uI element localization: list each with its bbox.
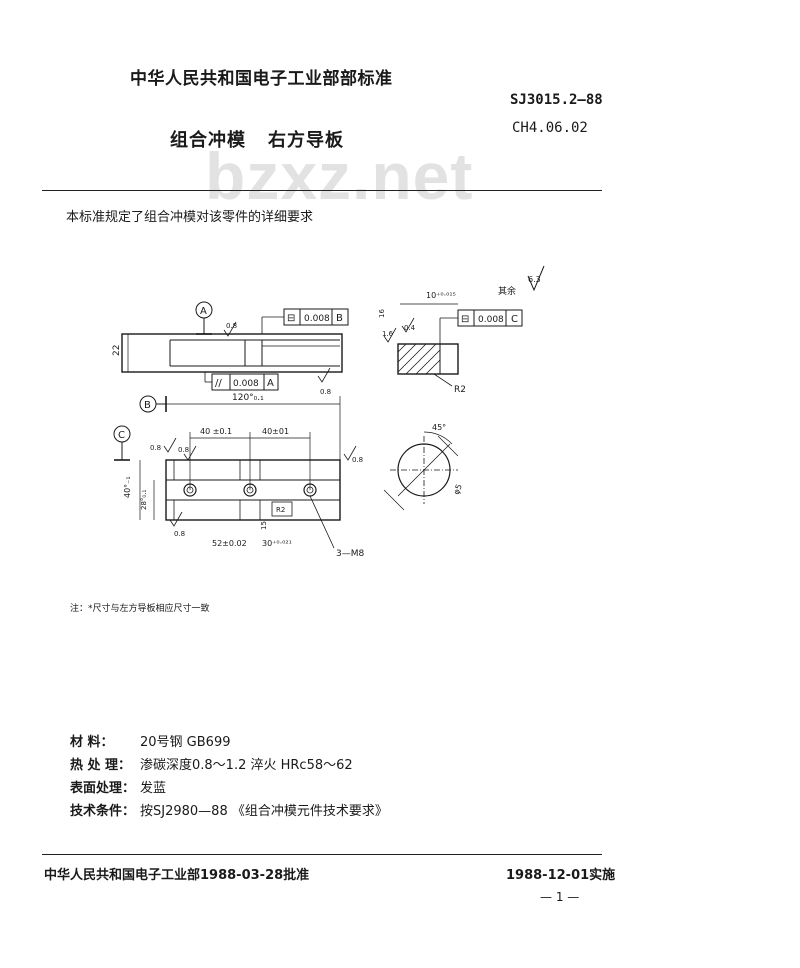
plan-view: B 120°₀.₁ 40 ±0.1 40±01 C [113,393,364,559]
parallelism-symbol: // [215,378,222,389]
tol-flatness-c: 0.008 [478,315,504,325]
dim-r2-plan: R2 [276,506,285,514]
tol-ref-a: A [267,378,274,389]
flatness-symbol-c: ⊟ [461,314,469,325]
ra-1.6: 1.6 [382,330,394,338]
ra-0.8-d: 0.8 [178,446,189,454]
dim-40-left: 40 ±0.1 [200,427,232,436]
datum-c: C [118,430,125,441]
footer-rule [42,854,602,855]
dim-30: 30⁺⁰·⁰²¹ [262,539,292,548]
spec-label: 材 料： [70,735,114,750]
datum-b: B [144,400,151,411]
dim-120: 120°₀.₁ [232,393,264,403]
dim-16: 16 [378,309,386,318]
issuing-organization: 中华人民共和国电子工业部部标准 [130,69,393,89]
tol-flatness-b: 0.008 [304,314,330,324]
page-number: — 1 — [540,890,580,904]
tol-ref-c: C [511,314,518,325]
ra-0.8-c: 0.8 [150,444,161,452]
dim-22: 22 [112,345,122,356]
dim-40-right: 40±01 [262,427,289,436]
dim-10: 10⁺⁰·⁰¹⁵ [426,291,456,300]
document-title: 组合冲模 右方导板 [170,126,344,152]
ra-0.8-e: 0.8 [352,456,363,464]
ra-0.8-b: 0.8 [320,388,331,396]
roughness-rest-label: 其余 [498,285,516,297]
spec-surface-treatment: 表面处理： 发蓝 [70,777,166,796]
intro-text: 本标准规定了组合冲模对该零件的详细要求 [66,210,314,225]
angle-45: 45° [432,423,446,432]
tol-parallelism-a: 0.008 [233,379,259,389]
spec-value: 发蓝 [140,781,167,796]
spec-value: 渗碳深度0.8～1.2 淬火 HRc58～62 [140,758,353,773]
standard-code: SJ3015.2—88 [510,92,603,108]
side-view: 22 A 0.8 ⊟ 0.008 B // 0.008 A 0.8 [112,301,349,396]
dim-r2-section: R2 [454,385,466,395]
detail-view: 45° φ5 [383,423,464,511]
flatness-symbol-b: ⊟ [287,313,295,324]
dim-40-vertical: 40°₋₁ [123,476,132,498]
spec-label: 表面处理： [70,781,136,796]
ra-0.8-f: 0.8 [174,530,185,538]
watermark: bzxz.net [205,139,474,213]
dim-15: 15 [260,521,268,530]
spec-value: 20号钢 GB699 [140,735,231,750]
dim-52: 52±0.02 [212,539,247,548]
spec-value: 按SJ2980—88 《组合冲模元件技术要求》 [140,804,388,819]
dim-thread: 3—M8 [336,549,364,559]
dim-28: 28°₀.₁ [140,490,148,510]
approval-date: 中华人民共和国电子工业部1988-03-28批准 [44,868,310,883]
spec-heat-treatment: 热 处 理： 渗碳深度0.8～1.2 淬火 HRc58～62 [70,754,353,773]
implementation-date: 1988-12-01实施 [506,868,616,883]
header-rule [42,190,602,191]
datum-a: A [200,306,207,317]
ra-0.4: 0.4 [404,324,416,332]
title-part-2: 右方导板 [268,130,344,151]
spec-technical-conditions: 技术条件： 按SJ2980—88 《组合冲模元件技术要求》 [70,800,388,819]
spec-label: 技术条件： [70,804,136,819]
spec-material: 材 料： 20号钢 GB699 [70,731,230,750]
drawing-note: 注：*尺寸与左方导板相应尺寸一致 [70,604,210,614]
part-code: CH4.06.02 [512,120,588,136]
tol-ref-b: B [336,313,343,324]
title-part-1: 组合冲模 [170,130,246,151]
roughness-rest-value: 6.3 [528,275,541,284]
dim-phi5: φ5 [452,483,464,496]
section-view: 其余 6.3 10⁺⁰·⁰¹⁵ ⊟ 0.008 C 0.4 1.6 16 R2 [378,265,545,395]
ra-0.8-a: 0.8 [226,322,237,330]
spec-label: 热 处 理： [70,758,132,773]
